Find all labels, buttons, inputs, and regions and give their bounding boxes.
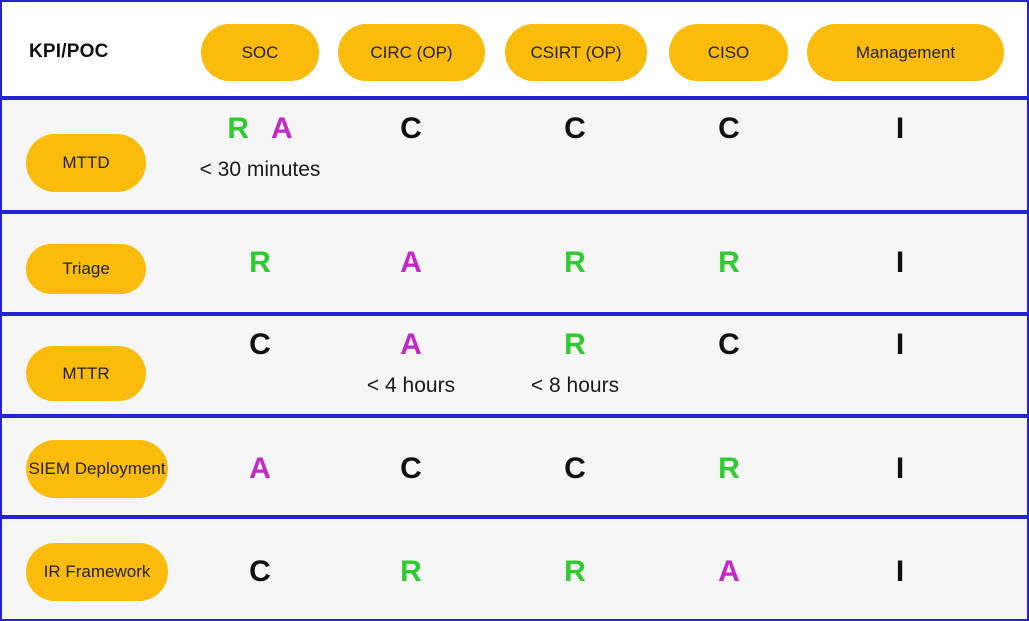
raci-letters: A	[400, 330, 422, 360]
raci-cell-csirt: C	[465, 114, 685, 144]
raci-letters: R	[564, 248, 586, 278]
raci-cell-management: I	[790, 330, 1010, 360]
raci-letter: C	[564, 112, 586, 145]
raci-cell-csirt: C	[465, 454, 685, 484]
raci-letters: R	[564, 557, 586, 587]
raci-letter: C	[718, 112, 740, 145]
raci-letters: I	[896, 454, 904, 484]
raci-letter: A	[249, 452, 271, 485]
raci-cell-ciso: R	[619, 454, 839, 484]
raci-cell-ciso: R	[619, 248, 839, 278]
raci-letter: A	[718, 555, 740, 588]
header-row: KPI/POC SOC CIRC (OP) CSIRT (OP) CISO Ma…	[0, 0, 1029, 98]
raci-letters: I	[896, 114, 904, 144]
raci-letters: C	[249, 557, 271, 587]
raci-cell-ciso: C	[619, 114, 839, 144]
raci-letters: A	[400, 248, 422, 278]
raci-letter: R	[400, 555, 422, 588]
raci-letters: C	[400, 114, 422, 144]
kpi-label: Triage	[26, 244, 146, 294]
raci-letter: A	[400, 246, 422, 279]
raci-letters: I	[896, 248, 904, 278]
corner-label: KPI/POC	[29, 41, 109, 62]
kpi-row: IR Framework C R R A I	[0, 517, 1029, 621]
raci-letter: I	[895, 328, 905, 361]
raci-letter: C	[249, 555, 271, 588]
raci-letter: C	[718, 328, 740, 361]
raci-cell-circ: A	[301, 248, 521, 278]
raci-letter: I	[895, 112, 905, 145]
column-header-ciso: CISO	[669, 24, 788, 81]
kpi-row: SIEM Deployment A C C R I	[0, 416, 1029, 517]
raci-letter: A	[271, 112, 293, 145]
kpi-label: IR Framework	[26, 543, 168, 601]
target-note: < 4 hours	[366, 374, 456, 397]
raci-cell-soc: C	[150, 330, 370, 360]
raci-cell-circ: C	[301, 114, 521, 144]
column-header-csirt: CSIRT (OP)	[505, 24, 647, 81]
raci-letter: R	[718, 246, 740, 279]
raci-cell-management: I	[790, 454, 1010, 484]
raci-letter: I	[895, 246, 905, 279]
raci-cell-circ: A < 4 hours	[301, 330, 521, 398]
kpi-label: MTTD	[26, 134, 146, 192]
column-header-management: Management	[807, 24, 1004, 81]
raci-cell-soc: R	[150, 248, 370, 278]
raci-cell-csirt: R	[465, 248, 685, 278]
column-header-circ: CIRC (OP)	[338, 24, 485, 81]
raci-letters: A	[249, 454, 271, 484]
raci-cell-ciso: A	[619, 557, 839, 587]
raci-cell-csirt: R < 8 hours	[465, 330, 685, 398]
raci-cell-csirt: R	[465, 557, 685, 587]
raci-letter: R	[227, 112, 249, 145]
raci-cell-management: I	[790, 248, 1010, 278]
raci-letters: I	[896, 330, 904, 360]
raci-cell-circ: R	[301, 557, 521, 587]
raci-letter: A	[400, 328, 422, 361]
raci-letter: R	[564, 246, 586, 279]
raci-cell-management: I	[790, 557, 1010, 587]
raci-letters: C	[564, 114, 586, 144]
raci-letters: R	[718, 248, 740, 278]
raci-letters: C	[718, 114, 740, 144]
raci-letter: C	[400, 452, 422, 485]
raci-letter: C	[249, 328, 271, 361]
raci-cell-soc: A	[150, 454, 370, 484]
raci-cell-circ: C	[301, 454, 521, 484]
raci-cell-soc: C	[150, 557, 370, 587]
raci-letters: C	[718, 330, 740, 360]
kpi-row: Triage R A R R I	[0, 212, 1029, 314]
raci-letters: I	[896, 557, 904, 587]
raci-cell-ciso: C	[619, 330, 839, 360]
target-note: < 30 minutes	[199, 158, 321, 181]
raci-letter: R	[564, 328, 586, 361]
kpi-label: SIEM Deployment	[26, 440, 168, 498]
raci-cell-management: I	[790, 114, 1010, 144]
raci-letter: R	[718, 452, 740, 485]
raci-letter: R	[249, 246, 271, 279]
raci-letters: C	[564, 454, 586, 484]
column-header-soc: SOC	[201, 24, 319, 81]
raci-letter: C	[564, 452, 586, 485]
raci-letters: A	[718, 557, 740, 587]
kpi-row: MTTR C A < 4 hours R < 8 hours C I	[0, 314, 1029, 416]
raci-letters: C	[400, 454, 422, 484]
raci-letters: R	[249, 248, 271, 278]
raci-letters: R	[400, 557, 422, 587]
raci-letters: C	[249, 330, 271, 360]
raci-letters: R	[564, 330, 586, 360]
raci-letter: R	[564, 555, 586, 588]
raci-letters: R	[718, 454, 740, 484]
kpi-label: MTTR	[26, 346, 146, 401]
raci-letter: C	[400, 112, 422, 145]
raci-letter: I	[895, 555, 905, 588]
target-note: < 8 hours	[530, 374, 620, 397]
raci-letter: I	[895, 452, 905, 485]
